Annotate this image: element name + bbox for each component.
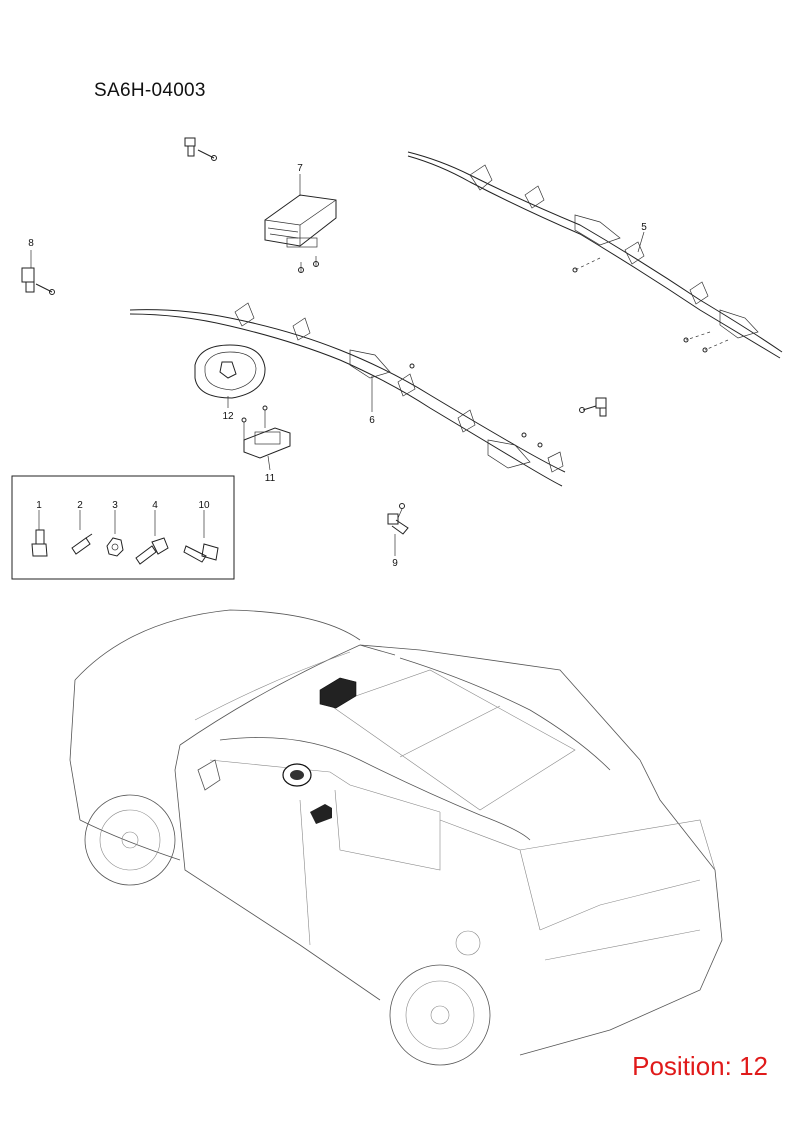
callout-11: 11 bbox=[265, 473, 276, 484]
part-1-flange-bolt[interactable] bbox=[31, 510, 48, 557]
part-8-clip[interactable] bbox=[21, 250, 55, 295]
clip-bolt-right[interactable] bbox=[579, 397, 607, 417]
part-11-bracket[interactable] bbox=[241, 405, 291, 471]
vehicle-driver-airbag-location bbox=[282, 763, 312, 787]
part-10-bolt[interactable] bbox=[183, 510, 219, 563]
callout-1: 1 bbox=[36, 500, 42, 511]
position-indicator: Position: 12 bbox=[632, 1051, 768, 1081]
callout-8: 8 bbox=[28, 238, 34, 249]
callout-3: 3 bbox=[112, 500, 118, 511]
vehicle-illustration bbox=[69, 609, 723, 1066]
part-3-nut[interactable] bbox=[106, 510, 124, 557]
diagram-code: SA6H-04003 bbox=[94, 80, 206, 101]
vehicle-control-module-location bbox=[319, 677, 357, 709]
clip-bolt-top[interactable] bbox=[184, 137, 217, 161]
part-12-driver-airbag[interactable] bbox=[194, 344, 266, 408]
fastener-legend-box bbox=[11, 475, 235, 580]
part-6-left-curtain-airbag[interactable] bbox=[129, 302, 566, 487]
part-2-bolt[interactable] bbox=[71, 510, 93, 555]
callout-12: 12 bbox=[222, 411, 234, 422]
callout-4: 4 bbox=[152, 500, 158, 511]
part-7-airbag-control-module[interactable] bbox=[264, 174, 337, 273]
callout-9: 9 bbox=[392, 558, 398, 569]
callout-6: 6 bbox=[369, 415, 375, 426]
callout-7: 7 bbox=[297, 163, 303, 174]
part-9-clip[interactable] bbox=[387, 503, 409, 557]
callout-10: 10 bbox=[198, 500, 210, 511]
part-4-bolt[interactable] bbox=[135, 510, 169, 565]
callout-5: 5 bbox=[641, 222, 647, 233]
part-5-right-curtain-airbag[interactable] bbox=[407, 151, 783, 359]
vehicle-bracket-location bbox=[310, 804, 332, 824]
callout-2: 2 bbox=[77, 500, 83, 511]
